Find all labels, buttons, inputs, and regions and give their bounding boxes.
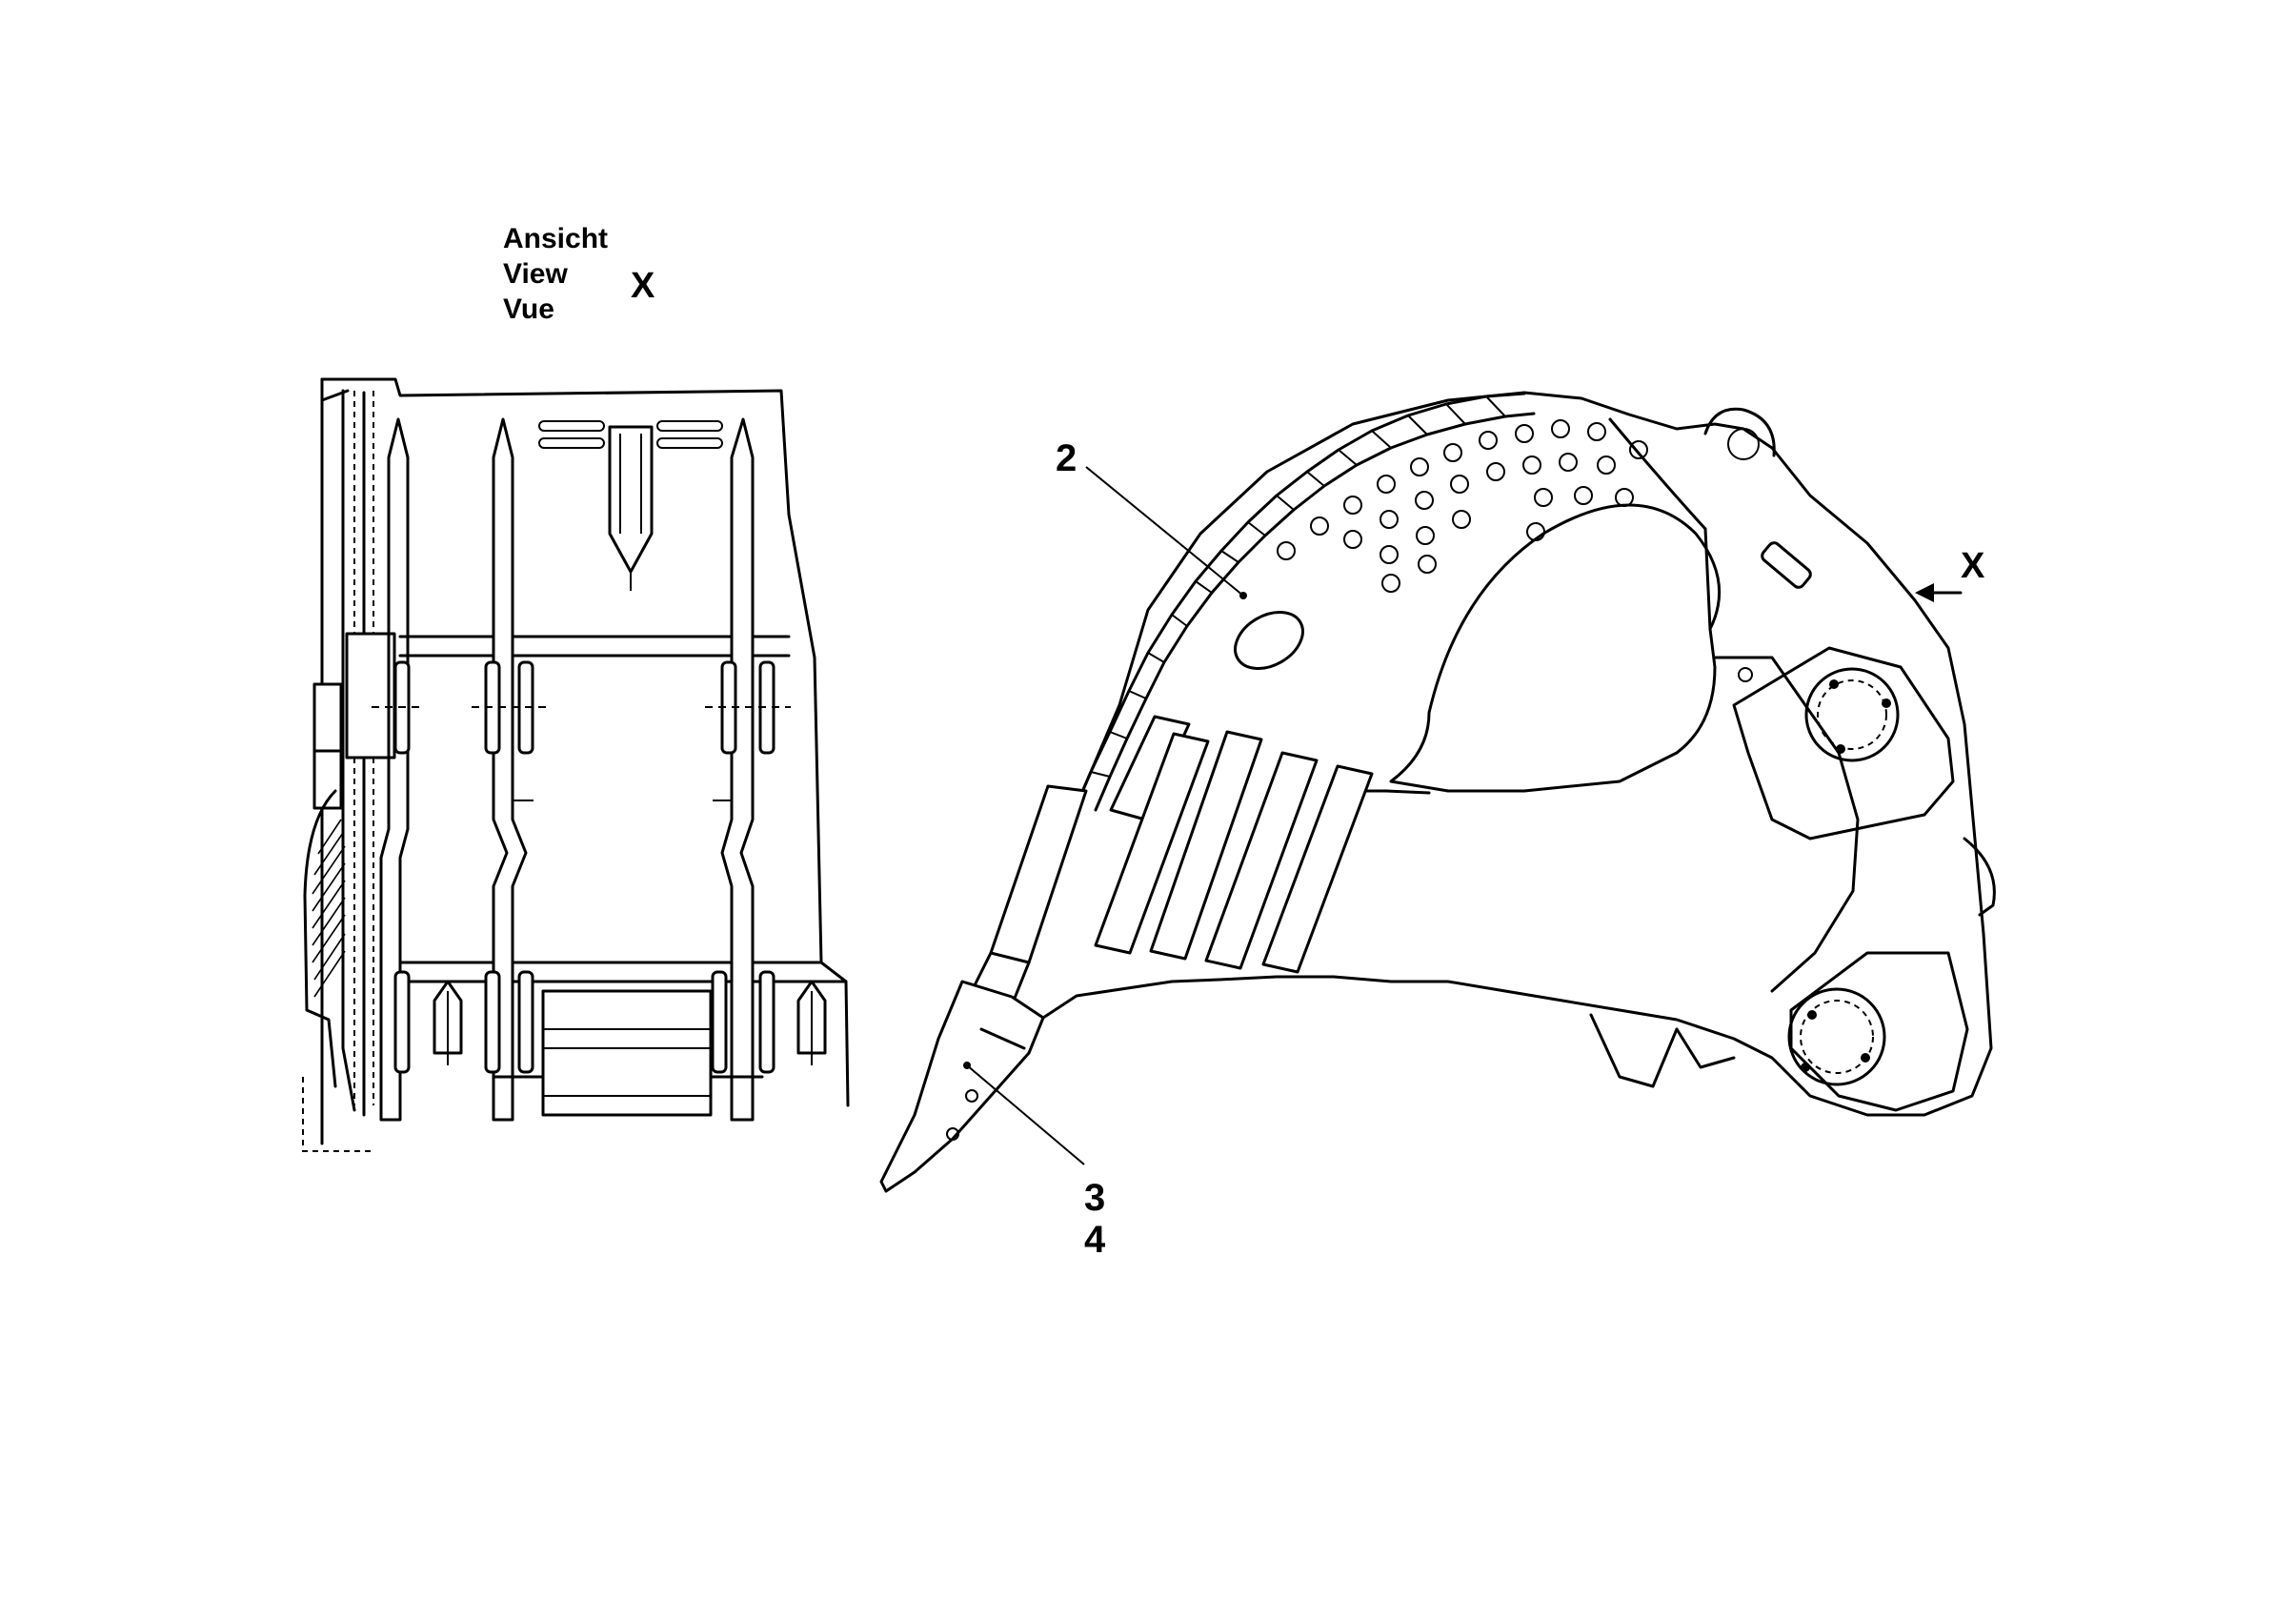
caption-ansicht: Ansicht — [503, 223, 608, 254]
hatched-section — [312, 819, 346, 998]
left-side-block — [345, 632, 396, 759]
front-view-dashed-corner — [302, 1077, 373, 1152]
side-slot — [1761, 541, 1812, 589]
hatched-section-outline — [303, 789, 337, 1088]
lower-tooth-right — [796, 980, 827, 1055]
view-caption: Ansicht View Vue X — [503, 223, 655, 325]
front-view-x — [302, 377, 850, 1152]
oval-opening — [1234, 611, 1304, 670]
side-view — [879, 391, 1996, 1193]
callout-labels: 2 3 4 X — [1056, 437, 1985, 1261]
caption-view-letter: X — [631, 266, 655, 306]
center-tooth — [608, 425, 654, 574]
lower-pin-boss — [1787, 987, 1886, 1086]
tooth-shank — [989, 784, 1088, 964]
front-plate-2 — [492, 417, 528, 1122]
front-plate-3 — [720, 417, 755, 1122]
caption-view: View — [503, 258, 568, 290]
wear-bars — [1094, 715, 1374, 974]
lower-hinge-housing — [1789, 951, 1969, 1112]
side-cutout — [1389, 503, 1722, 793]
callout-2: 2 — [1056, 437, 1077, 479]
upper-pin-boss — [1804, 667, 1900, 762]
side-plate-edge — [1713, 656, 1860, 993]
front-view-outline — [320, 377, 850, 1107]
leader-3-4 — [966, 1064, 1085, 1165]
lower-frame — [541, 989, 713, 1117]
lower-tooth-left — [433, 980, 463, 1055]
wear-buttons — [1277, 419, 1648, 593]
wear-plates — [1075, 392, 1536, 812]
lifting-eye — [1703, 407, 1776, 457]
callout-3: 3 — [1084, 1177, 1105, 1219]
callout-view-x: X — [1961, 546, 1985, 586]
side-view-outline — [1075, 391, 1993, 1117]
leader-2 — [1085, 466, 1244, 597]
bottom-lug-1 — [1589, 1013, 1679, 1088]
caption-vue: Vue — [503, 294, 554, 325]
tooth-tip — [879, 980, 1045, 1193]
upper-hinge-housing — [1732, 646, 1955, 840]
callout-4: 4 — [1084, 1219, 1106, 1261]
